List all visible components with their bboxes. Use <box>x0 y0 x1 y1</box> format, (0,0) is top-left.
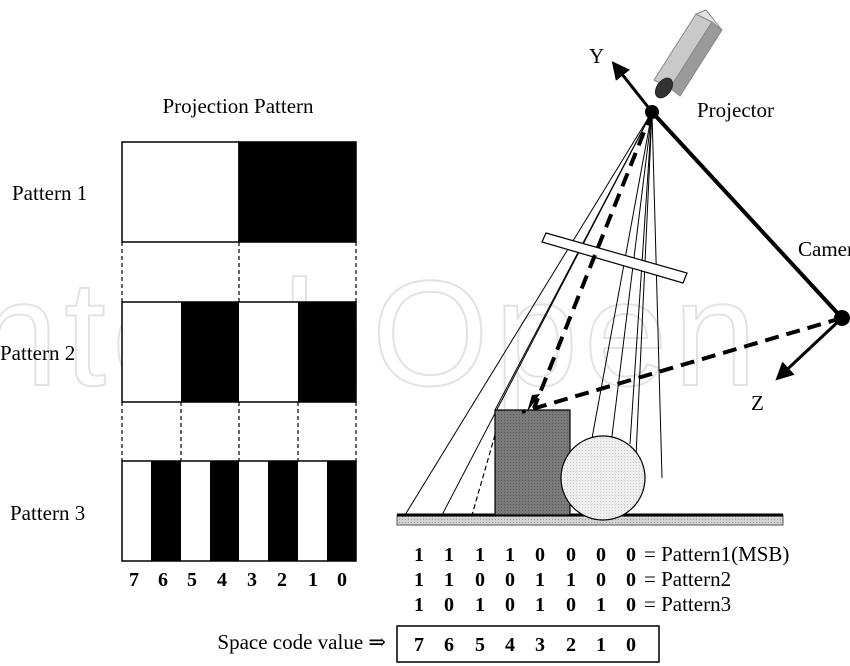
code-bit: 1 <box>444 544 454 566</box>
pattern-2-label: Pattern 2 <box>0 341 75 365</box>
code-bit: 0 <box>505 594 515 616</box>
pattern-1-stripes <box>121 141 357 243</box>
pattern-3-stripes <box>121 460 357 562</box>
code-bit: 1 <box>566 569 576 591</box>
pattern-3-label: Pattern 3 <box>10 501 85 525</box>
code-bit: 1 <box>475 544 485 566</box>
lens-plate <box>541 232 688 284</box>
projector-ray-arrowhead <box>527 394 540 412</box>
camera-node <box>834 310 850 326</box>
space-code-value: 4 <box>505 634 515 656</box>
projection-pattern-title: Projection Pattern <box>162 94 314 118</box>
space-code-value: 1 <box>596 634 606 656</box>
code-bit: 0 <box>444 594 454 616</box>
space-code-value: 5 <box>475 634 485 656</box>
pattern-1-label: Pattern 1 <box>12 181 87 205</box>
camera-label: Camera <box>798 237 850 261</box>
code-row-3: 1 0 1 0 1 0 1 0 <box>414 594 636 616</box>
shadow-ray <box>471 434 496 516</box>
space-code-label: Space code value ⇒ <box>217 630 386 654</box>
space-code-value: 7 <box>414 634 424 656</box>
column-numbers: 7 6 5 4 3 2 1 0 <box>129 569 347 591</box>
connectors-1-2 <box>121 242 357 302</box>
z-axis-label: Z <box>751 391 764 415</box>
y-axis-label: Y <box>589 44 604 68</box>
sphere-object <box>560 435 646 521</box>
projector-node <box>645 105 659 119</box>
space-code-value: 0 <box>626 634 636 656</box>
z-axis-arrow <box>775 316 844 381</box>
code-bit: 0 <box>475 569 485 591</box>
code-bit: 1 <box>475 594 485 616</box>
box-object <box>494 409 571 516</box>
code-bit: 1 <box>505 544 515 566</box>
space-code-value: 2 <box>566 634 576 656</box>
connectors-2-3 <box>121 402 357 461</box>
space-code-box <box>396 625 660 663</box>
code-bit: 1 <box>414 594 424 616</box>
column-number: 1 <box>308 569 318 591</box>
column-number: 0 <box>337 569 347 591</box>
code-bit: 1 <box>414 569 424 591</box>
projector-label: Projector <box>697 98 774 122</box>
code-bit: 0 <box>566 594 576 616</box>
code-bit: 1 <box>535 594 545 616</box>
projection-rays <box>404 111 663 516</box>
camera-dashed-ray <box>521 316 843 414</box>
code-bit: 0 <box>626 544 636 566</box>
code-bit: 0 <box>535 544 545 566</box>
projector-dashed-ray <box>532 111 654 409</box>
column-number: 3 <box>247 569 257 591</box>
column-number: 6 <box>158 569 168 591</box>
column-number: 5 <box>187 569 197 591</box>
code-bit: 1 <box>535 569 545 591</box>
code-bit: 0 <box>596 569 606 591</box>
code-bit: 0 <box>596 544 606 566</box>
column-number: 7 <box>129 569 139 591</box>
code-row-2-label: = Pattern2 <box>644 567 731 591</box>
code-row-2: 1 1 0 0 1 1 0 0 <box>414 569 636 591</box>
watermark-text: IntechOpen <box>0 249 763 417</box>
space-code-values: 7 6 5 4 3 2 1 0 <box>414 634 636 656</box>
code-row-1: 1 1 1 1 0 0 0 0 <box>414 544 636 566</box>
space-code-value: 6 <box>444 634 454 656</box>
projector-icon <box>653 9 723 99</box>
column-number: 2 <box>277 569 287 591</box>
code-row-1-label: = Pattern1(MSB) <box>644 542 789 566</box>
code-bit: 0 <box>505 569 515 591</box>
y-axis-arrow <box>611 61 654 113</box>
column-number: 4 <box>217 569 227 591</box>
code-bit: 1 <box>596 594 606 616</box>
space-code-value: 3 <box>535 634 545 656</box>
code-row-3-label: = Pattern3 <box>644 592 731 616</box>
code-bit: 1 <box>444 569 454 591</box>
baseline <box>650 110 844 320</box>
code-bit: 1 <box>414 544 424 566</box>
code-bit: 0 <box>566 544 576 566</box>
code-bit: 0 <box>626 594 636 616</box>
code-bit: 0 <box>626 569 636 591</box>
pattern-2-stripes <box>121 301 357 403</box>
